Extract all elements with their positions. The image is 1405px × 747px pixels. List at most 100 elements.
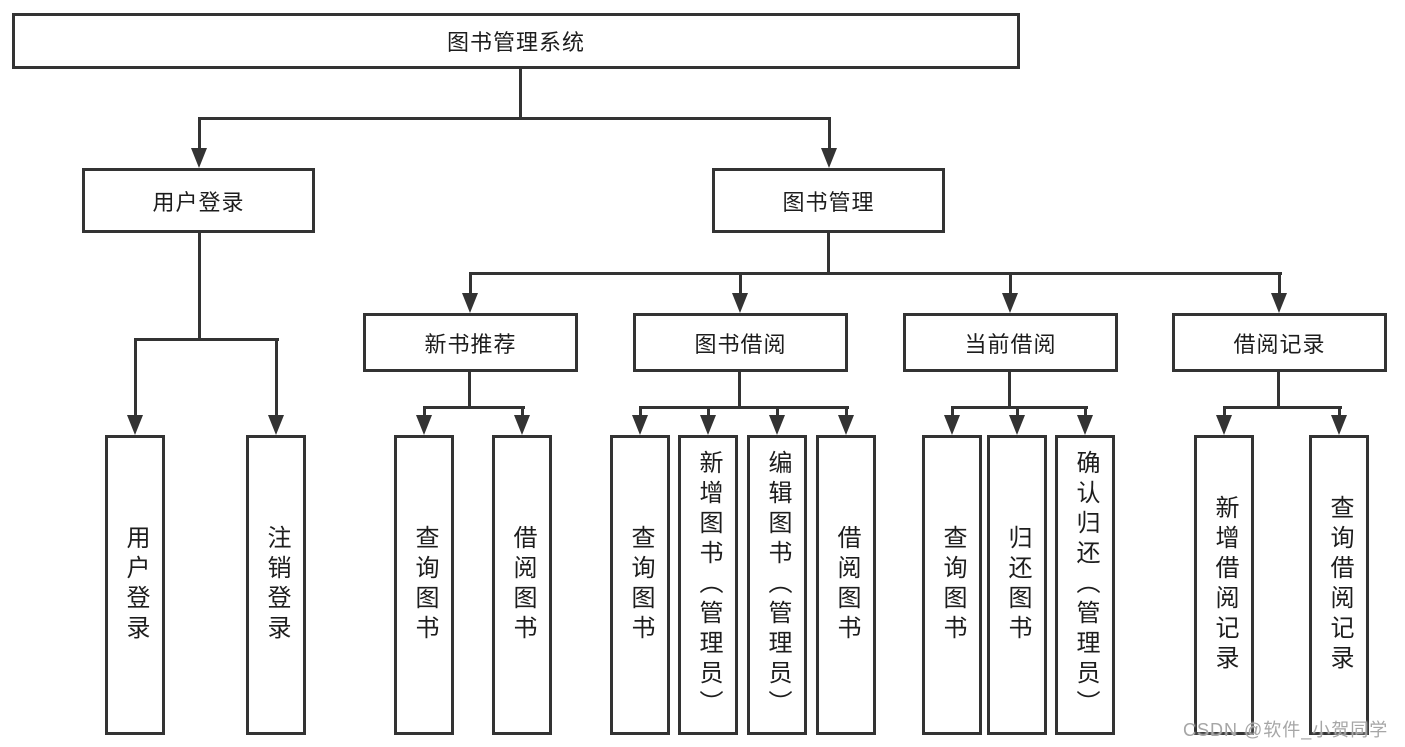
- arrow-stem: [1008, 274, 1012, 293]
- arrow-to-leaf-query-borrow-record: [1331, 408, 1347, 435]
- arrow-to-leaf-borrow-books-2: [838, 408, 854, 435]
- arrow-head-icon: [1331, 415, 1347, 435]
- arrow-stem: [422, 408, 426, 415]
- leaf-query-borrow-record: 查询借阅记录: [1309, 435, 1369, 735]
- leaf-borrow-books-2: 借阅图书: [816, 435, 876, 735]
- node-root-label: 图书管理系统: [446, 30, 585, 55]
- node-label: 图书借阅: [694, 331, 787, 357]
- arrow-to-book-management-branch: [821, 119, 837, 168]
- arrow-head-icon: [1216, 415, 1232, 435]
- connector-level2-rail: [469, 272, 1282, 275]
- arrow-to-book-borrow: [732, 274, 748, 313]
- arrow-to-new-book-recommend: [462, 274, 478, 313]
- arrow-stem: [1277, 274, 1281, 293]
- leaf-borrow-books-1: 借阅图书: [492, 435, 552, 735]
- arrow-stem: [738, 274, 742, 293]
- node-new-book-recommend: 新书推荐: [363, 313, 578, 372]
- arrow-stem: [775, 408, 779, 415]
- leaf-confirm-return-admin: 确认归还（管理员）: [1055, 435, 1115, 735]
- arrow-stem: [1337, 408, 1341, 415]
- arrow-stem: [950, 408, 954, 415]
- leaf-edit-book-admin: 编辑图书（管理员）: [747, 435, 807, 735]
- arrow-head-icon: [1002, 293, 1018, 313]
- arrow-to-leaf-query-books-3: [944, 408, 960, 435]
- leaf-label: 借阅图书: [509, 525, 536, 645]
- connector-book-borrow-drop: [738, 370, 741, 409]
- leaf-add-book-admin: 新增图书（管理员）: [678, 435, 738, 735]
- arrow-to-leaf-return-book: [1009, 408, 1025, 435]
- leaf-label: 确认归还（管理员）: [1072, 450, 1099, 720]
- arrow-stem: [638, 408, 642, 415]
- node-label: 图书管理: [782, 189, 875, 215]
- arrow-head-icon: [1271, 293, 1287, 313]
- leaf-query-books-2: 查询图书: [610, 435, 670, 735]
- leaf-return-book: 归还图书: [987, 435, 1047, 735]
- leaf-label: 借阅图书: [833, 525, 860, 645]
- leaf-user-login: 用户登录: [105, 435, 165, 735]
- arrow-stem: [133, 340, 137, 415]
- connector-user-login-rail: [134, 338, 279, 341]
- leaf-label: 新增图书（管理员）: [695, 450, 722, 720]
- connector-level1-rail: [198, 117, 831, 120]
- leaf-add-borrow-record: 新增借阅记录: [1194, 435, 1254, 735]
- arrow-stem: [1222, 408, 1226, 415]
- arrow-stem: [706, 408, 710, 415]
- connector-new-book-recommend-drop: [468, 370, 471, 409]
- arrow-to-leaf-add-borrow-record: [1216, 408, 1232, 435]
- arrow-head-icon: [268, 415, 284, 435]
- arrow-stem: [197, 119, 201, 148]
- node-label: 用户登录: [152, 189, 245, 215]
- connector-book-management-drop: [827, 231, 830, 275]
- arrow-head-icon: [821, 148, 837, 168]
- connector-root-drop: [519, 66, 522, 119]
- node-borrow-records: 借阅记录: [1172, 313, 1387, 372]
- arrow-head-icon: [944, 415, 960, 435]
- arrow-to-leaf-add-book: [700, 408, 716, 435]
- connector-user-login-drop: [198, 231, 201, 341]
- arrow-head-icon: [1077, 415, 1093, 435]
- connector-current-borrow-drop: [1008, 370, 1011, 409]
- arrow-head-icon: [1009, 415, 1025, 435]
- leaf-label: 新增借阅记录: [1211, 495, 1238, 675]
- connector-borrow-records-rail: [1223, 406, 1342, 409]
- leaf-query-books-3: 查询图书: [922, 435, 982, 735]
- leaf-label: 查询图书: [939, 525, 966, 645]
- leaf-label: 用户登录: [122, 525, 149, 645]
- node-label: 新书推荐: [424, 331, 517, 357]
- leaf-label: 编辑图书（管理员）: [764, 450, 791, 720]
- arrow-head-icon: [632, 415, 648, 435]
- csdn-watermark: CSDN @软件_小贺同学: [1183, 720, 1389, 740]
- leaf-label: 归还图书: [1004, 525, 1031, 645]
- arrow-stem: [1083, 408, 1087, 415]
- arrow-head-icon: [732, 293, 748, 313]
- leaf-label: 查询图书: [411, 525, 438, 645]
- arrow-to-leaf-user-login: [127, 340, 143, 435]
- arrow-head-icon: [769, 415, 785, 435]
- connector-current-borrow-rail: [951, 406, 1088, 409]
- leaf-label: 查询图书: [627, 525, 654, 645]
- arrow-head-icon: [700, 415, 716, 435]
- node-label: 当前借阅: [964, 331, 1057, 357]
- connector-book-borrow-rail: [639, 406, 849, 409]
- arrow-to-user-login-branch: [191, 119, 207, 168]
- arrow-to-leaf-query-books-1: [416, 408, 432, 435]
- arrow-to-current-borrow: [1002, 274, 1018, 313]
- arrow-stem: [1015, 408, 1019, 415]
- arrow-to-leaf-logout: [268, 340, 284, 435]
- node-user-login-branch: 用户登录: [82, 168, 315, 233]
- connector-new-book-recommend-rail: [423, 406, 525, 409]
- arrow-stem: [468, 274, 472, 293]
- node-root: 图书管理系统: [12, 13, 1020, 69]
- arrow-head-icon: [514, 415, 530, 435]
- arrow-to-leaf-borrow-books-1: [514, 408, 530, 435]
- node-book-borrow: 图书借阅: [633, 313, 848, 372]
- leaf-logout: 注销登录: [246, 435, 306, 735]
- arrow-to-leaf-query-books-2: [632, 408, 648, 435]
- arrow-stem: [844, 408, 848, 415]
- arrow-head-icon: [462, 293, 478, 313]
- node-book-management-branch: 图书管理: [712, 168, 945, 233]
- arrow-head-icon: [127, 415, 143, 435]
- arrow-head-icon: [191, 148, 207, 168]
- arrow-stem: [520, 408, 524, 415]
